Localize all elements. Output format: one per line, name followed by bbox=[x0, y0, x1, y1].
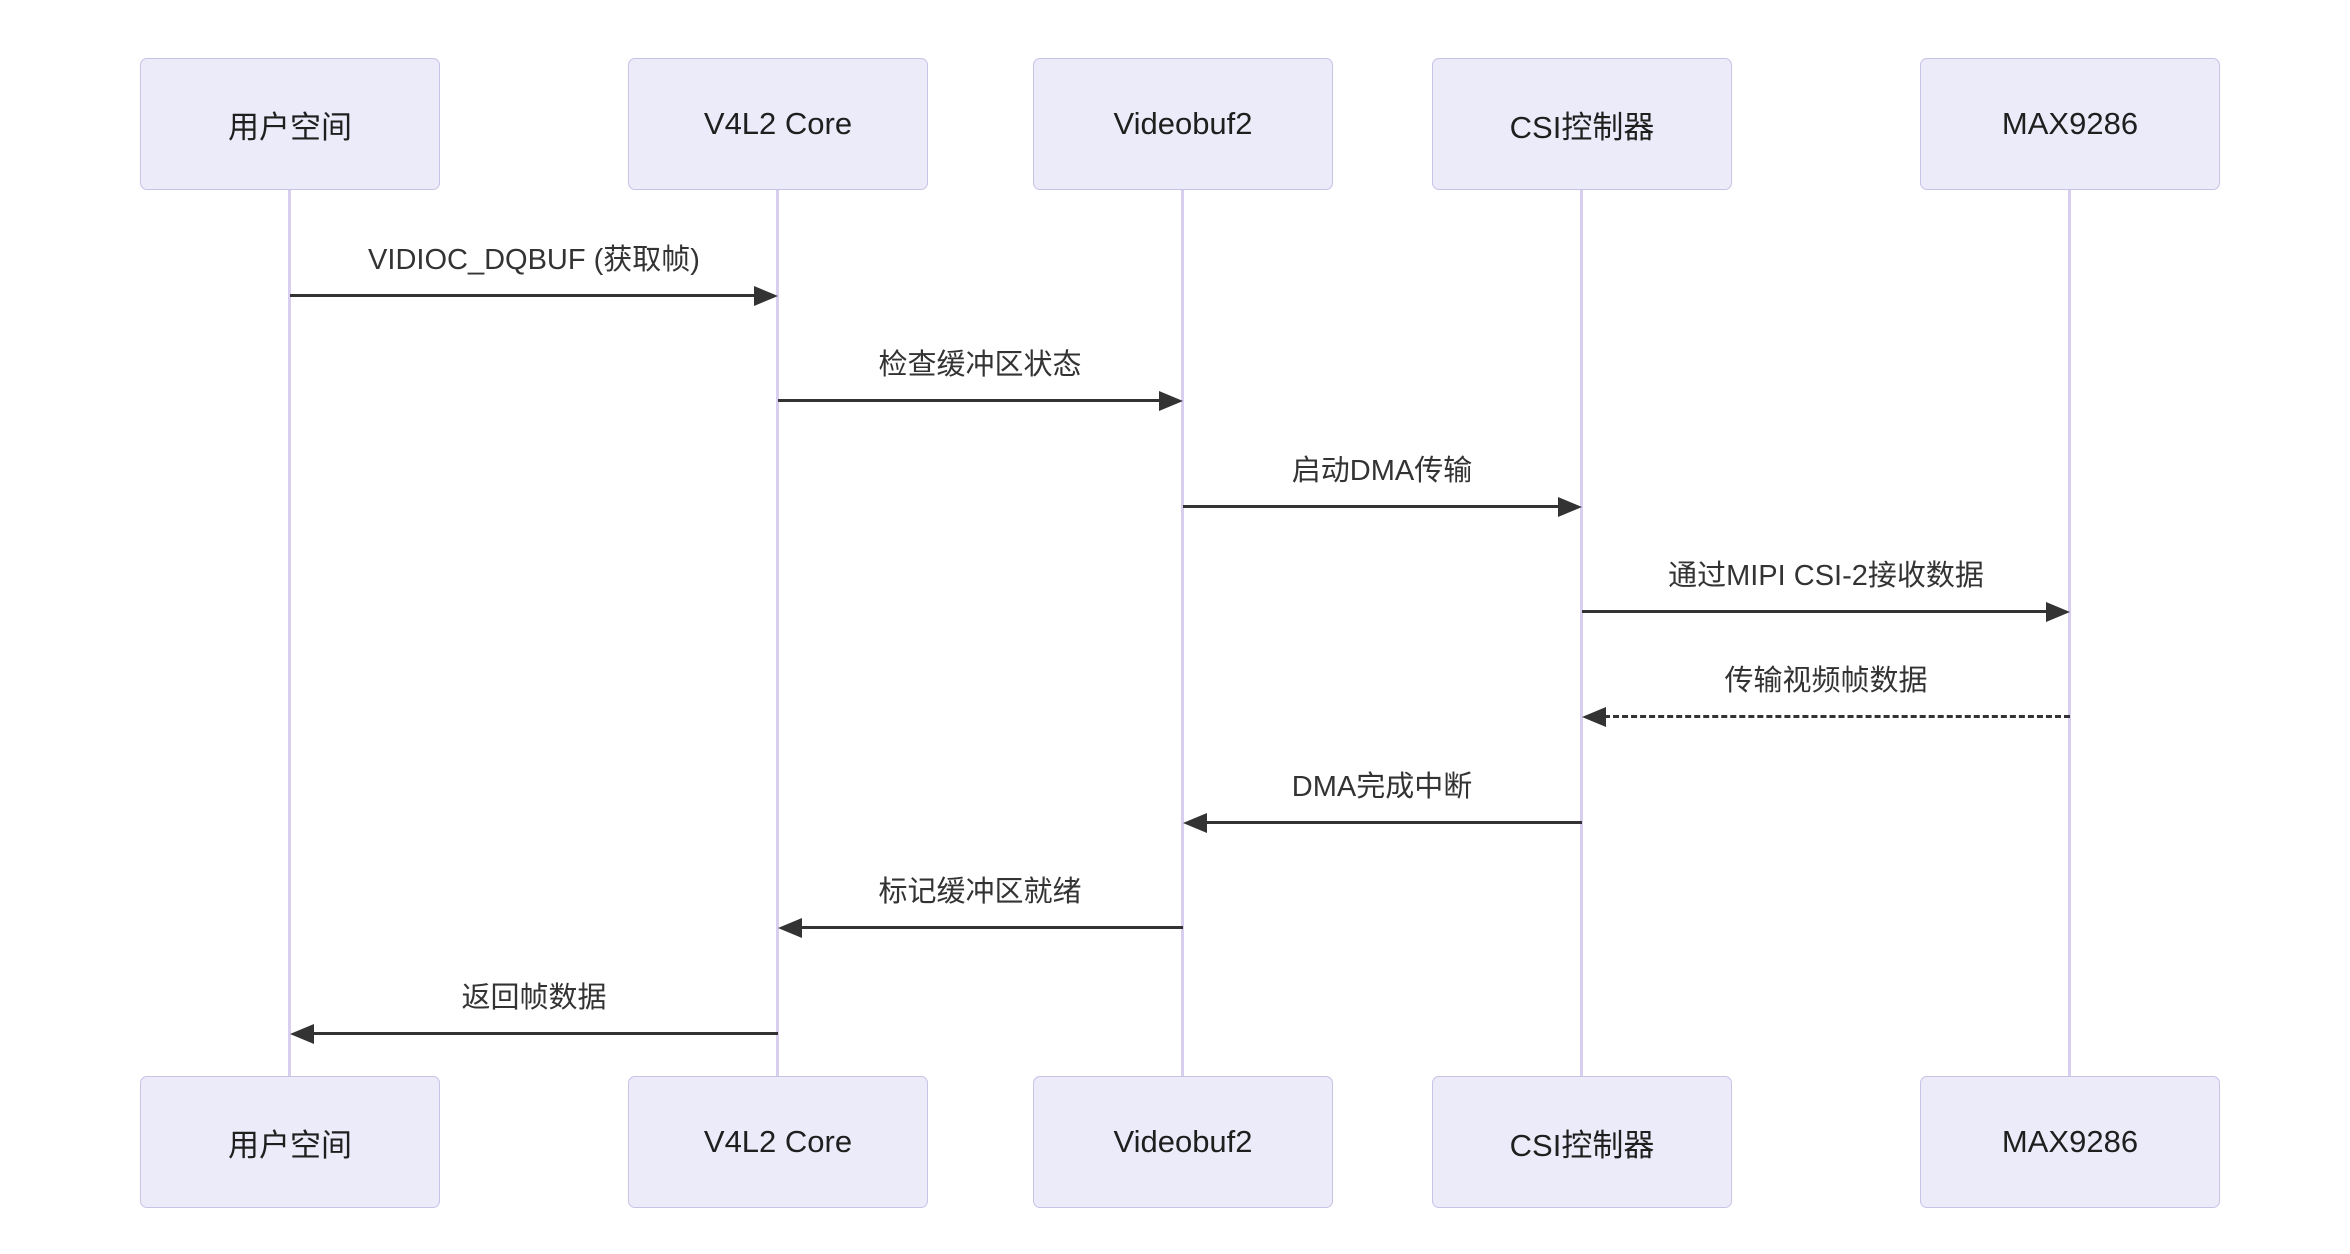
message-label-7: 标记缓冲区就绪 bbox=[878, 876, 1082, 908]
message-label-2: 检查缓冲区状态 bbox=[878, 349, 1082, 381]
actor-bottom-box-max9286: MAX9286 bbox=[1920, 1076, 2220, 1208]
message-line-2 bbox=[778, 399, 1161, 402]
message-line-6 bbox=[1205, 821, 1582, 824]
message-line-3 bbox=[1183, 505, 1560, 508]
message-line-7 bbox=[800, 926, 1183, 929]
actor-bottom-box-csi-controller: CSI控制器 bbox=[1432, 1076, 1732, 1208]
message-line-4 bbox=[1582, 610, 2048, 613]
lifeline-max9286 bbox=[2068, 190, 2071, 1076]
lifeline-v4l2-core bbox=[776, 190, 779, 1076]
actor-top-box-csi-controller: CSI控制器 bbox=[1432, 58, 1732, 190]
arrowhead-icon bbox=[2046, 602, 2070, 622]
arrowhead-icon bbox=[754, 286, 778, 306]
message-label-5: 传输视频帧数据 bbox=[1724, 665, 1928, 697]
arrowhead-icon bbox=[778, 918, 802, 938]
message-line-8 bbox=[312, 1032, 778, 1035]
arrowhead-icon bbox=[1582, 707, 1606, 727]
arrowhead-icon bbox=[290, 1024, 314, 1044]
arrowhead-icon bbox=[1558, 497, 1582, 517]
actor-top-box-max9286: MAX9286 bbox=[1920, 58, 2220, 190]
actor-top-box-v4l2-core: V4L2 Core bbox=[628, 58, 928, 190]
actor-top-box-videobuf2: Videobuf2 bbox=[1033, 58, 1333, 190]
message-label-6: DMA完成中断 bbox=[1291, 771, 1473, 803]
arrowhead-icon bbox=[1159, 391, 1183, 411]
actor-bottom-box-videobuf2: Videobuf2 bbox=[1033, 1076, 1333, 1208]
arrowhead-icon bbox=[1183, 813, 1207, 833]
message-label-3: 启动DMA传输 bbox=[1291, 455, 1473, 487]
actor-bottom-box-v4l2-core: V4L2 Core bbox=[628, 1076, 928, 1208]
lifeline-videobuf2 bbox=[1181, 190, 1184, 1076]
lifeline-csi-controller bbox=[1580, 190, 1583, 1076]
message-line-5 bbox=[1604, 715, 2070, 718]
lifeline-userspace bbox=[288, 190, 291, 1076]
actor-bottom-box-userspace: 用户空间 bbox=[140, 1076, 440, 1208]
message-line-1 bbox=[290, 294, 756, 297]
message-label-4: 通过MIPI CSI-2接收数据 bbox=[1668, 560, 1984, 592]
message-label-8: 返回帧数据 bbox=[461, 982, 607, 1014]
actor-top-box-userspace: 用户空间 bbox=[140, 58, 440, 190]
message-label-1: VIDIOC_DQBUF (获取帧) bbox=[368, 244, 700, 276]
